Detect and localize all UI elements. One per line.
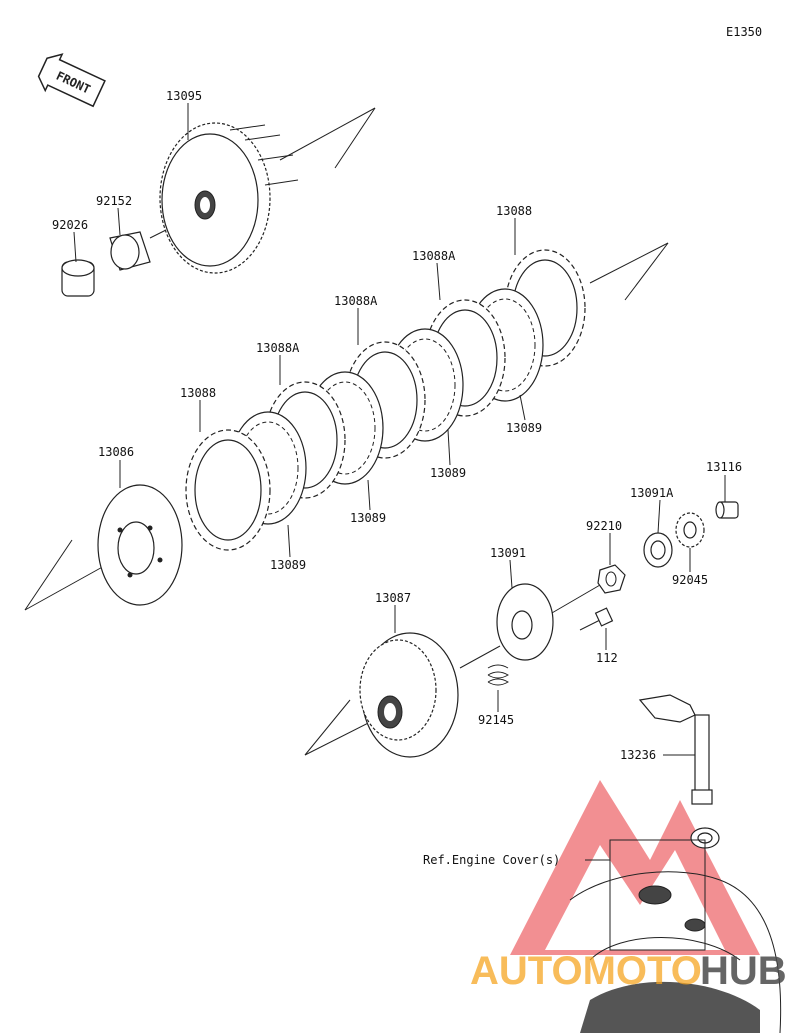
part-labels: 13095 92152 92026 13088 13088A 13088A 13…: [52, 89, 742, 867]
diagram-code: E1350: [726, 25, 762, 39]
label-13116: 13116: [706, 460, 742, 474]
bearing-92045: [675, 512, 705, 548]
bolt-112: [579, 607, 614, 631]
label-13091A: 13091A: [630, 486, 674, 500]
engine-cover: [569, 839, 782, 1033]
label-13236: 13236: [620, 748, 656, 762]
label-13087: 13087: [375, 591, 411, 605]
label-13086: 13086: [98, 445, 134, 459]
label-ref-engine-cover: Ref.Engine Cover(s): [423, 853, 560, 867]
pin-13116: [715, 501, 739, 519]
friction-plate-13088-left: [185, 429, 271, 551]
label-13088A-3: 13088A: [256, 341, 300, 355]
label-13088-top: 13088: [496, 204, 532, 218]
label-13089-3: 13089: [350, 511, 386, 525]
nut-92210: [597, 564, 626, 594]
release-shaft-13236: [638, 694, 713, 805]
label-92145: 92145: [478, 713, 514, 727]
label-92045: 92045: [672, 573, 708, 587]
bush-92152: [109, 231, 151, 271]
label-13088A-2: 13088A: [334, 294, 378, 308]
label-112: 112: [596, 651, 618, 665]
leader-lines: [73, 103, 726, 861]
label-13089-2: 13089: [430, 466, 466, 480]
front-arrow-icon: FRONT: [37, 53, 106, 108]
label-92026: 92026: [52, 218, 88, 232]
axis-lines: [24, 107, 669, 756]
label-13089-1: 13089: [506, 421, 542, 435]
clutch-housing-13095: [159, 122, 299, 274]
pressure-plate-13086: [97, 484, 183, 606]
bearing-holder-13091A: [643, 532, 673, 568]
spacer-92026: [61, 259, 95, 297]
label-13088A-1: 13088A: [412, 249, 456, 263]
clutch-hub-13087: [359, 632, 459, 758]
watermark-part2: HUB: [700, 949, 787, 993]
label-13095: 13095: [166, 89, 202, 103]
label-13088-left: 13088: [180, 386, 216, 400]
label-13089-4: 13089: [270, 558, 306, 572]
plate-13091: [496, 583, 554, 661]
watermark-logo: [510, 780, 760, 955]
spring-92145: [487, 664, 509, 686]
label-13091: 13091: [490, 546, 526, 560]
watermark-part1: AUTOMOTO: [470, 949, 702, 993]
label-92152: 92152: [96, 194, 132, 208]
watermark-text: AUTOMOTO HUB: [470, 949, 787, 993]
label-92210: 92210: [586, 519, 622, 533]
